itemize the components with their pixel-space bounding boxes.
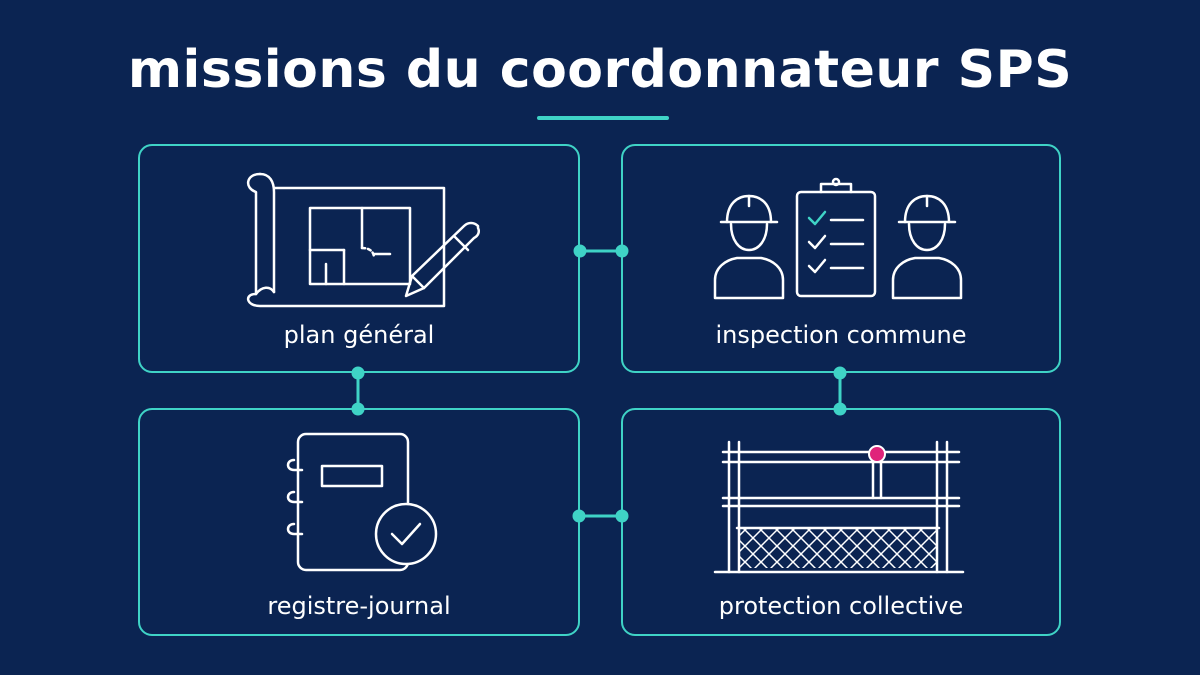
connector-dot: [833, 366, 847, 380]
notebook-check-icon: [286, 432, 438, 572]
card-registre-journal[interactable]: registre-journal: [138, 408, 580, 636]
guardrail-net-icon: [713, 440, 965, 574]
card-protection-collective[interactable]: protection collective: [621, 408, 1061, 636]
connector-dot: [573, 244, 587, 258]
card-plan-general[interactable]: plan général: [138, 144, 580, 373]
title-underline: [537, 116, 669, 120]
connector-dot: [351, 366, 365, 380]
workers-checklist-icon: [713, 177, 963, 300]
card-label: protection collective: [718, 592, 964, 620]
card-label: plan général: [283, 321, 435, 349]
card-label: registre-journal: [267, 592, 451, 620]
page-title: missions du coordonnateur SPS: [127, 40, 1073, 100]
blueprint-pencil-icon: [247, 172, 480, 308]
card-inspection-commune[interactable]: inspection commune: [621, 144, 1061, 373]
card-label: inspection commune: [715, 321, 967, 349]
